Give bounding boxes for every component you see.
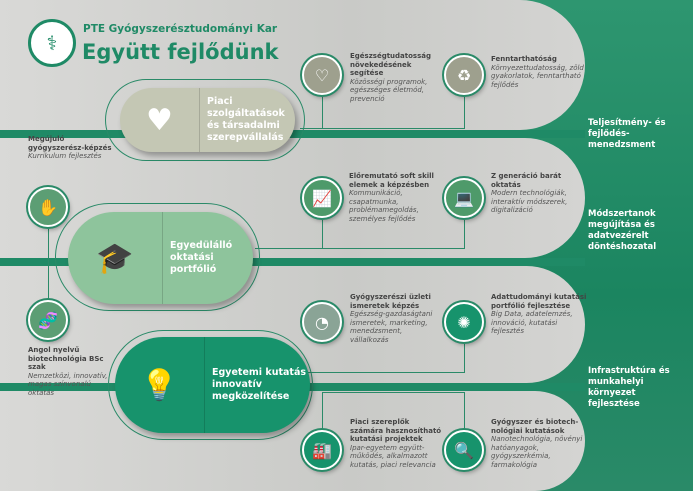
page-title: Együtt fejlődünk	[82, 40, 279, 64]
connector	[255, 248, 465, 249]
connector	[300, 372, 465, 373]
pillar-label: Egyedülálló oktatási portfólió	[170, 240, 233, 275]
connector	[322, 97, 323, 128]
faculty-seal-logo: ⚕	[28, 19, 76, 67]
band	[0, 258, 585, 266]
dna-icon: 🧬	[28, 300, 68, 340]
connector	[464, 392, 465, 430]
pillar-research[interactable]: 💡 Egyetemi kutatás innovatív megközelíté…	[115, 337, 310, 433]
item-health: Egészségtudatosság növekedésének segítés…	[350, 52, 431, 103]
pillar-outline	[55, 203, 260, 311]
right-label-methodology: Módszertanok megújítása és adatvezérelt …	[588, 209, 657, 252]
connector	[300, 128, 465, 129]
laptop-cloud-icon: 💻	[444, 178, 484, 218]
magnifier-check-icon: 🔍	[444, 430, 484, 470]
right-label-infrastructure: Infrastruktúra és munkahelyi környezet f…	[588, 366, 670, 409]
pillar-outline	[108, 330, 313, 440]
pie-chart-icon: ◔	[302, 302, 342, 342]
pillar-label: Egyetemi kutatás innovatív megközelítése	[212, 367, 307, 402]
hand-heart-icon: ♡	[302, 55, 342, 95]
item-datascience: Adattudományi kutatási portfólió fejlesz…	[491, 293, 587, 336]
graduation-certificate-icon: 🎓	[68, 212, 163, 304]
pillar-outline	[105, 79, 305, 161]
connector	[48, 229, 49, 300]
connector	[322, 220, 323, 248]
factory-icon: 🏭	[302, 430, 342, 470]
pillar-education-portfolio[interactable]: 🎓 Egyedülálló oktatási portfólió	[68, 212, 253, 304]
pillar-label: Piaci szolgáltatások és társadalmi szere…	[207, 96, 285, 143]
org-name: PTE Gyógyszerésztudományi Kar	[83, 23, 278, 35]
connector	[322, 392, 323, 430]
connector	[464, 97, 465, 128]
community-heart-icon: ♥	[120, 88, 200, 152]
connector	[322, 392, 464, 393]
hand-pills-icon: ✋	[28, 187, 68, 227]
pillar-market-services[interactable]: ♥ Piaci szolgáltatások és társadalmi sze…	[120, 88, 295, 152]
connector	[464, 220, 465, 248]
recycle-icon: ♻	[444, 55, 484, 95]
item-market-research: Piaci szereplők számára hasznosítható ku…	[350, 418, 442, 469]
growth-chart-icon: 📈	[302, 178, 342, 218]
connector	[464, 344, 465, 372]
neural-network-icon: ✺	[444, 302, 484, 342]
item-softskill: Előremutató soft skill elemek a képzésbe…	[349, 172, 434, 223]
right-label-performance: Teljesítmény- és fejlődés-menedzsment	[588, 118, 666, 150]
brain-bulb-icon: 💡	[115, 337, 205, 433]
